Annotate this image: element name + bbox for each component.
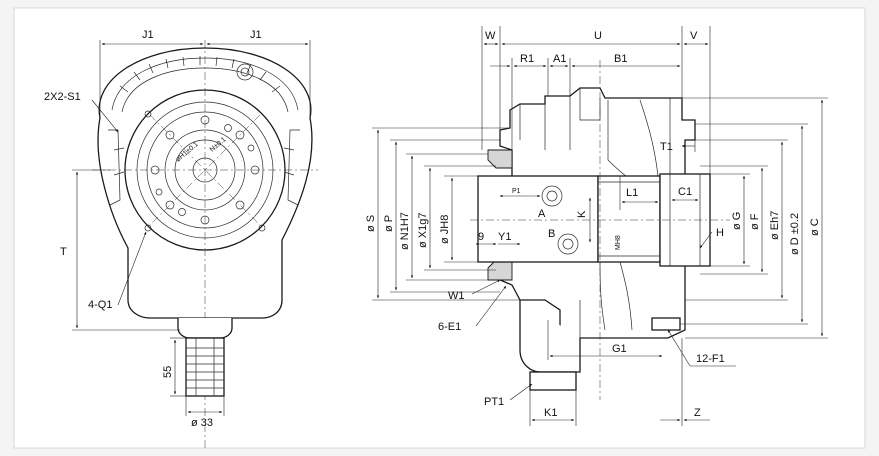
dim-pt1: PT1 (484, 396, 504, 408)
dim-r1: R1 (520, 53, 534, 65)
dim-w: W (485, 30, 496, 42)
dim-z: Z (694, 407, 701, 419)
front-fins (119, 56, 281, 93)
side-port-a (541, 185, 563, 207)
dim-v: V (690, 30, 698, 42)
dim-x1g7: ø X1g7 (417, 213, 429, 248)
dim-jh8: ø JH8 (439, 215, 451, 244)
dim-j1-left: J1 (142, 29, 154, 41)
front-neck (177, 318, 233, 339)
dim-55: 55 (162, 366, 174, 378)
front-top-plug (236, 63, 254, 81)
dim-12-f1: 12-F1 (696, 353, 725, 365)
side-pt1-fitting (529, 371, 577, 391)
dim-b1: B1 (614, 53, 627, 65)
dim-y1: Y1 (498, 231, 511, 243)
dim-p: ø P (383, 215, 395, 232)
dim-9: 9 (478, 231, 484, 243)
front-hose-fitting (185, 337, 225, 397)
dim-d: ø D ±0.2 (789, 213, 801, 255)
front-view: øH1±0.1 N±0.1 J1 J1 2X2-S1 T 4-Q1 (44, 29, 318, 450)
side-bottom-bolt (651, 317, 681, 331)
dim-l1: L1 (626, 187, 638, 199)
dim-t1: T1 (660, 141, 673, 153)
dim-mh8: MH8 (615, 235, 622, 250)
dim-g: ø G (731, 212, 743, 230)
dim-2x2-s1: 2X2-S1 (44, 91, 81, 103)
dim-k: K (576, 210, 588, 218)
side-bore-mid (597, 175, 661, 263)
dim-k1: K1 (544, 407, 557, 419)
dim-f: ø F (749, 213, 761, 230)
side-port-b (557, 233, 579, 255)
dim-h: H (716, 227, 724, 239)
dim-n1h7: ø N1H7 (399, 212, 411, 250)
dim-s: ø S (365, 215, 377, 232)
dim-6-e1: 6-E1 (438, 321, 461, 333)
dim-b-label: B (548, 228, 555, 240)
dim-4-q1: 4-Q1 (88, 299, 112, 311)
dim-u: U (594, 30, 602, 42)
dim-p1: P1 (512, 188, 521, 195)
dim-g1: G1 (612, 343, 627, 355)
dim-t: T (60, 246, 67, 258)
dim-c: ø C (809, 218, 821, 236)
front-q1-hole (144, 224, 152, 232)
dim-c1: C1 (678, 186, 692, 198)
dim-j1-right: J1 (250, 29, 262, 41)
side-view: W U V R1 A1 B1 T1 L1 C1 P1 A B K MH8 (365, 26, 828, 426)
dim-a1: A1 (553, 53, 566, 65)
dim-w1: W1 (448, 290, 465, 302)
dim-a-label: A (538, 208, 546, 220)
side-flange-section-top (487, 149, 513, 169)
dim-dia-33: ø 33 (191, 417, 213, 429)
dim-eh7: ø Eh7 (769, 211, 781, 240)
